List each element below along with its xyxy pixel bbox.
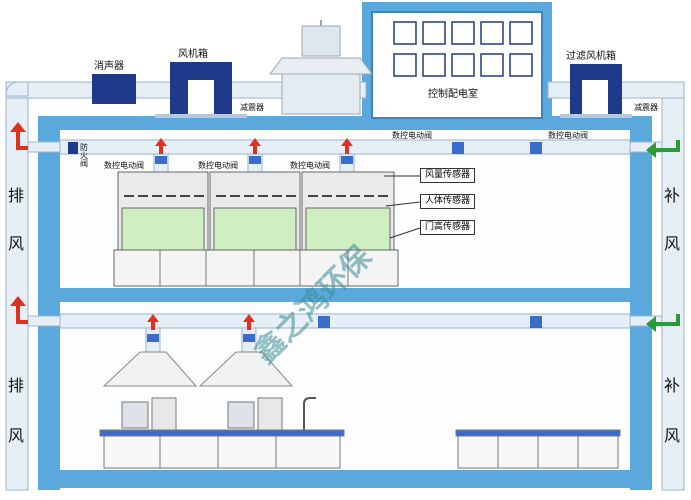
middle-floor-slab — [38, 288, 652, 302]
canopy-hoods — [102, 351, 294, 387]
valve-hood-3-label: 数控电动阀 — [290, 161, 330, 170]
lab-bench-lower-left — [99, 397, 345, 469]
bench-cabinets-upper — [159, 250, 349, 286]
supply-label-4: 风 — [664, 426, 681, 445]
silencer-label: 消声器 — [94, 61, 124, 72]
building-outer-right-wall — [630, 122, 652, 490]
control-room-label: 控制配电室 — [428, 89, 478, 100]
supply-arrows — [646, 140, 680, 332]
exhaust-label-3: 排 — [8, 376, 25, 395]
damper-pad-right — [560, 114, 632, 118]
exhaust-label-1: 排 — [8, 186, 25, 205]
building-outer-left-wall — [38, 122, 60, 490]
cooling-tower — [269, 20, 373, 115]
exhaust-arrows — [10, 122, 353, 330]
fume-hoods — [113, 171, 399, 287]
filter-fan-box-label: 过滤风机箱 — [566, 51, 616, 62]
supply-label-3: 补 — [664, 376, 681, 395]
damper-right-label: 减震器 — [634, 103, 658, 112]
fan-box-opening — [188, 80, 214, 114]
roof-slab — [38, 116, 652, 130]
filter-fan-box-opening — [582, 80, 608, 114]
hood-valves — [147, 156, 353, 342]
damper-pad-left — [155, 114, 247, 118]
lab-bench-lower-right — [455, 429, 621, 469]
sensor-pointers — [384, 175, 421, 239]
fan-box-label: 风机箱 — [178, 49, 208, 60]
exhaust-label-4: 风 — [8, 426, 25, 445]
valve-top-2-label: 数控电动阀 — [548, 131, 588, 140]
exhaust-label-2: 风 — [8, 234, 25, 253]
control-room-windows — [393, 21, 533, 77]
sensor-airflow: 风量传感器 — [420, 168, 476, 183]
sensor-body: 人体传感器 — [420, 194, 476, 209]
sensor-door-height: 门高传感器 — [420, 220, 476, 235]
damper-left-label: 减震器 — [240, 103, 264, 112]
supply-label-2: 风 — [664, 234, 681, 253]
silencer-unit — [92, 74, 136, 104]
valve-hood-1-label: 数控电动阀 — [104, 161, 144, 170]
fire-valve-label: 防火阀 — [80, 143, 88, 168]
supply-label-1: 补 — [664, 186, 681, 205]
fire-valve-unit — [68, 142, 78, 154]
duct-valves-upper — [318, 142, 542, 328]
valve-hood-2-label: 数控电动阀 — [198, 161, 238, 170]
valve-top-1-label: 数控电动阀 — [392, 131, 432, 140]
ground-floor-slab — [38, 470, 652, 488]
